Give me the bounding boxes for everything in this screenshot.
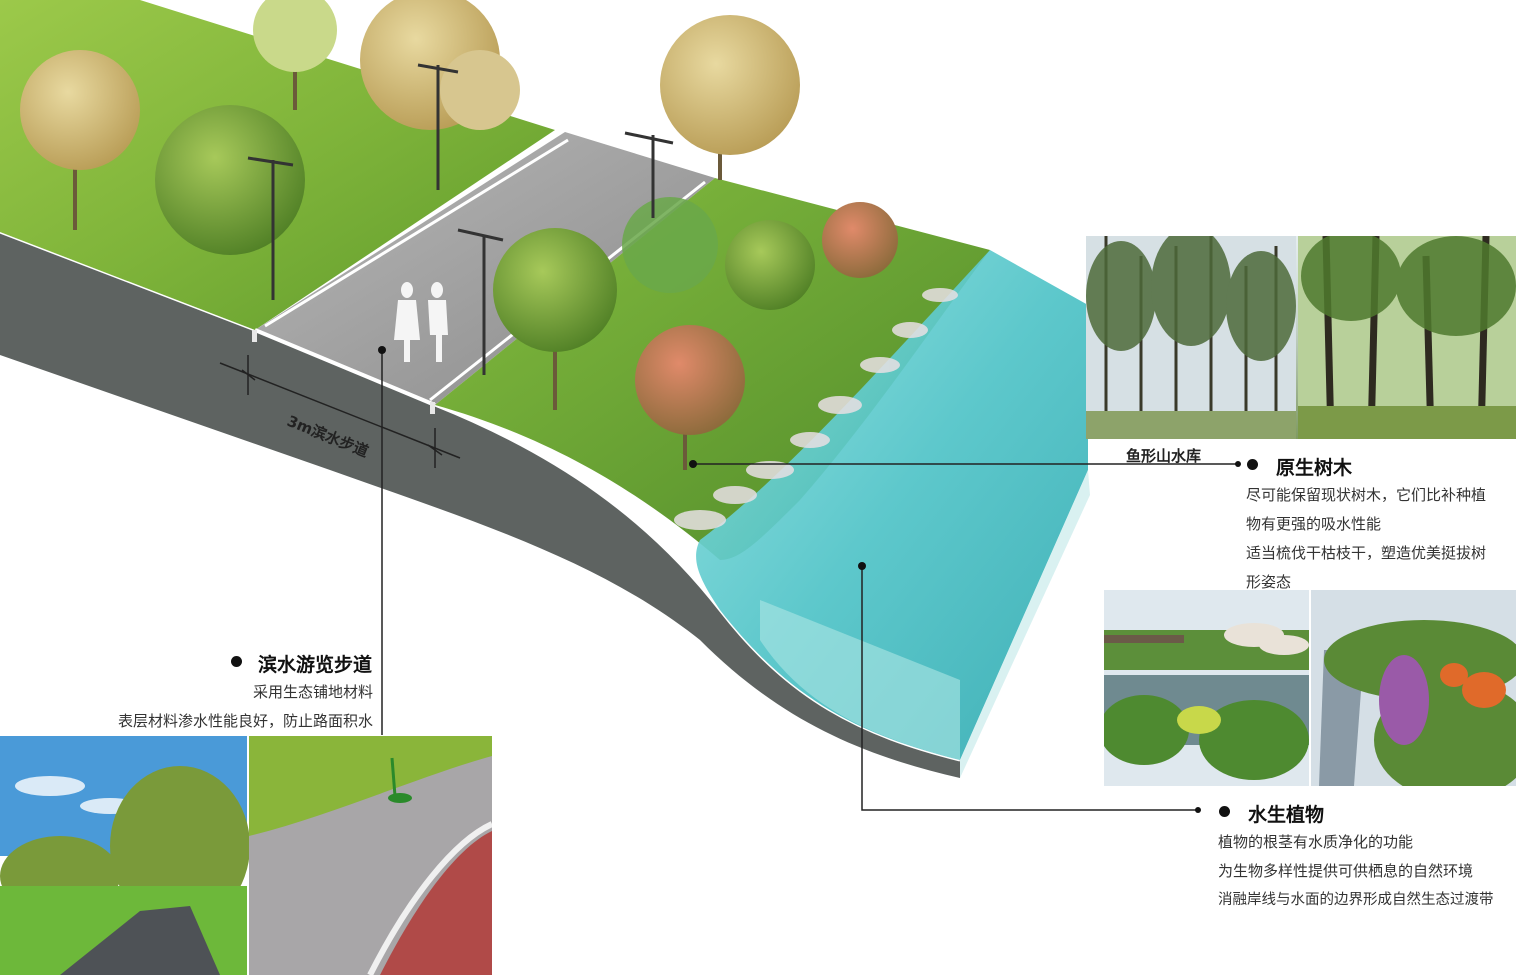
reed-plants (674, 288, 958, 530)
reservoir-label: 鱼形山水库 (1126, 447, 1202, 465)
aquatic-plants-title: 水生植物 (1248, 804, 1325, 826)
walkway-photo (0, 736, 492, 975)
native-trees-bullet (1247, 459, 1258, 470)
aquatic-plants-desc-line-3: 消融岸线与水面的边界形成自然生态过渡带 (1218, 892, 1494, 908)
aquatic-plants-desc-line-2: 为生物多样性提供可供栖息的自然环境 (1218, 862, 1474, 880)
aquatic-plants-photo (1104, 590, 1516, 786)
callout-leaders (381, 350, 1238, 811)
native-trees-desc-line-1: 尽可能保留现状树木，它们比补种植 (1246, 486, 1487, 504)
dimension-line (219, 355, 461, 468)
native-trees-desc-line-2: 物有更强的吸水性能 (1246, 515, 1382, 533)
native-trees-title: 原生树木 (1276, 457, 1353, 479)
walkway-bullet (231, 656, 242, 667)
callout-anchor-dots (378, 346, 1241, 813)
street-lamps (247, 63, 674, 375)
tree-group (20, 0, 898, 470)
native-trees-photo (1086, 236, 1516, 439)
walkway-title: 滨水游览步道 (258, 654, 373, 676)
people-silhouettes (394, 282, 448, 362)
walkway-desc-line-1: 采用生态铺地材料 (252, 683, 373, 701)
aquatic-plants-bullet (1219, 806, 1230, 817)
embankment-section (0, 232, 960, 778)
walkway-desc-line-2: 表层材料渗水性能良好，防止路面积水 (117, 712, 373, 730)
native-trees-desc-line-3: 适当梳伐干枯枝干，塑造优美挺拔树 (1246, 544, 1487, 562)
native-trees-desc-line-4: 形姿态 (1246, 573, 1292, 591)
aquatic-plants-desc-line-1: 植物的根茎有水质净化的功能 (1218, 833, 1414, 851)
